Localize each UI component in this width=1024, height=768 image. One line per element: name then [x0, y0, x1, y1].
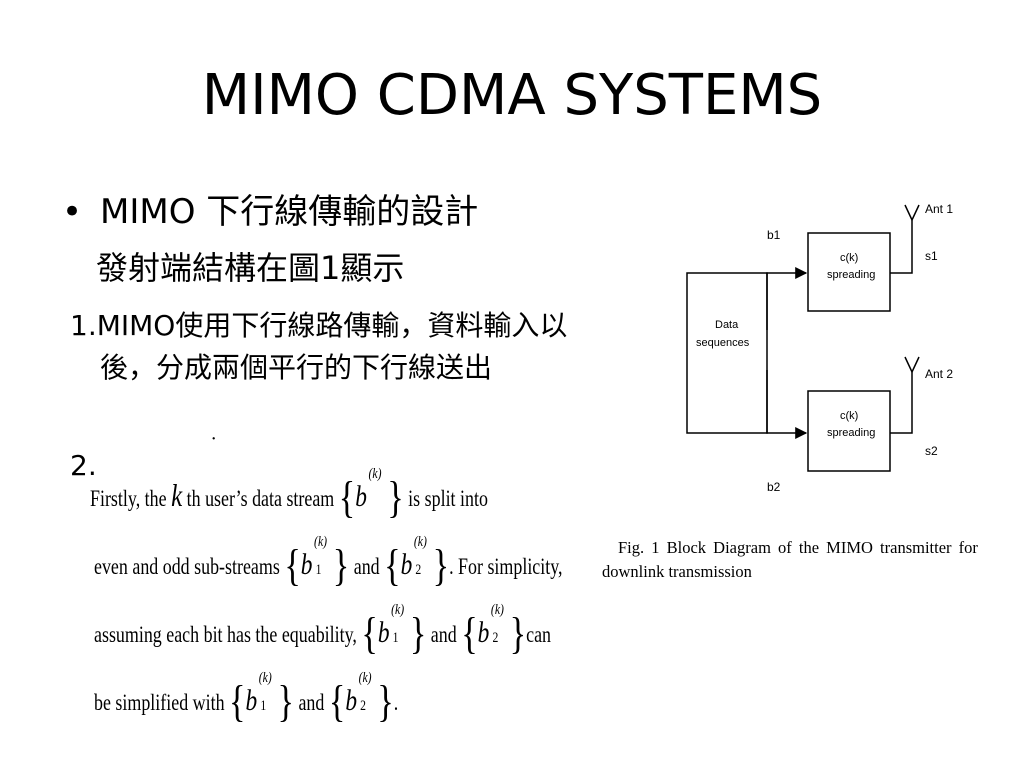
superscript-k: (k): [413, 534, 427, 550]
caption-line-1: Fig. 1 Block Diagram of the MIMO transmi…: [618, 538, 978, 557]
antenna-2-icon: [904, 356, 920, 374]
note-2-number: 2.: [70, 449, 97, 482]
excerpt-text: can: [526, 622, 552, 647]
excerpt-line-4: be simplified with {b(k)1} and {b(k)2}.: [94, 670, 484, 727]
superscript-k: (k): [258, 670, 272, 686]
excerpt-var-b: b: [477, 616, 490, 649]
excerpt-var-b: b: [377, 616, 390, 649]
data-sequences-label-2: sequences: [696, 337, 750, 349]
brace-close: }: [387, 473, 404, 522]
excerpt-text: and: [353, 554, 380, 579]
label-s2: s2: [925, 444, 938, 458]
superscript-k: (k): [358, 670, 372, 686]
brace-open: {: [229, 677, 246, 726]
bullet-marker: •: [62, 192, 83, 232]
brace-close: }: [409, 609, 427, 658]
excerpt-text: th user’s data stream: [186, 486, 335, 511]
superscript-k: (k): [368, 466, 382, 482]
excerpt-text: is split into: [408, 486, 488, 511]
block-diagram: Data sequences b1 c(k) spreading Ant 1 s…: [686, 202, 953, 494]
excerpt-text: . For simplicity,: [449, 554, 563, 579]
excerpt-var-b: b: [355, 480, 367, 513]
excerpt-text: Firstly, the: [90, 486, 167, 511]
brace-open: {: [338, 473, 356, 522]
subscript-2: 2: [492, 630, 499, 646]
subscript-2: 2: [415, 562, 422, 578]
excerpt-text: be simplified with: [94, 690, 225, 715]
excerpt-dot: ˙: [210, 432, 218, 457]
caption-line-2: downlink transmission: [602, 562, 752, 581]
antenna-1-icon: [904, 204, 920, 222]
path-b1: [766, 267, 808, 330]
excerpt-text: assuming each bit has the equability,: [94, 622, 357, 647]
excerpt-line-2: even and odd sub-streams {b(k)1} and {b(…: [94, 534, 695, 591]
spreading-block-2: [807, 390, 891, 472]
label-b2: b2: [767, 480, 781, 494]
subscript-1: 1: [260, 698, 267, 714]
excerpt-text: and: [298, 690, 325, 715]
spreading-block-1: [807, 232, 891, 312]
paper-excerpt: ˙ Firstly, the k th user’s data stream {…: [90, 432, 600, 728]
excerpt-text: .: [393, 690, 399, 715]
output-s2: [890, 372, 913, 434]
bullet-subtext: 發射端結構在圖1顯示: [96, 249, 405, 287]
slide-title: MIMO CDMA SYSTEMS: [201, 63, 823, 128]
data-sequences-label-1: Data: [715, 319, 739, 331]
excerpt-line-3: assuming each bit has the equability, {b…: [94, 602, 680, 659]
output-s1: [890, 220, 913, 274]
spreading-block-1-label-2: spreading: [827, 269, 875, 281]
brace-close: }: [332, 541, 350, 590]
excerpt-var-b: b: [300, 548, 313, 581]
bullet-item: • MIMO 下行線傳輸的設計: [62, 188, 478, 236]
label-ant2: Ant 2: [925, 367, 953, 381]
brace-close: }: [377, 677, 394, 726]
data-sequences-block: [686, 272, 768, 434]
spreading-block-2-label-2: spreading: [827, 427, 875, 439]
superscript-k: (k): [490, 602, 504, 618]
label-s1: s1: [925, 249, 938, 263]
superscript-k: (k): [391, 602, 405, 618]
excerpt-line-1: Firstly, the k th user’s data stream {b(…: [90, 466, 600, 523]
subscript-2: 2: [360, 698, 367, 714]
label-b1: b1: [767, 228, 781, 242]
subscript-1: 1: [315, 562, 322, 578]
excerpt-text: and: [430, 622, 457, 647]
excerpt-var-b: b: [245, 684, 258, 717]
brace-open: {: [361, 609, 378, 658]
spreading-block-2-label-1: c(k): [840, 410, 858, 422]
brace-close: }: [432, 541, 450, 590]
figure-caption: Fig. 1 Block Diagram of the MIMO transmi…: [602, 536, 1022, 584]
spreading-block-1-label-1: c(k): [840, 252, 858, 264]
superscript-k: (k): [314, 534, 328, 550]
excerpt-var-b: b: [400, 548, 413, 581]
brace-open: {: [328, 677, 346, 726]
brace-open: {: [284, 541, 301, 590]
excerpt-var-k: k: [171, 477, 183, 513]
brace-open: {: [384, 541, 401, 590]
brace-close: }: [509, 609, 527, 658]
subscript-1: 1: [392, 630, 399, 646]
note-1: 1.MIMO使用下行線路傳輸，資料輸入以後，分成兩個平行的下行線送出: [70, 309, 568, 384]
bullet-text: MIMO 下行線傳輸的設計: [100, 192, 479, 232]
path-b2: [766, 370, 808, 439]
excerpt-var-b: b: [345, 684, 358, 717]
label-ant1: Ant 1: [925, 202, 953, 216]
brace-open: {: [461, 609, 478, 658]
brace-close: }: [277, 677, 294, 726]
excerpt-text: even and odd sub-streams: [94, 554, 280, 579]
